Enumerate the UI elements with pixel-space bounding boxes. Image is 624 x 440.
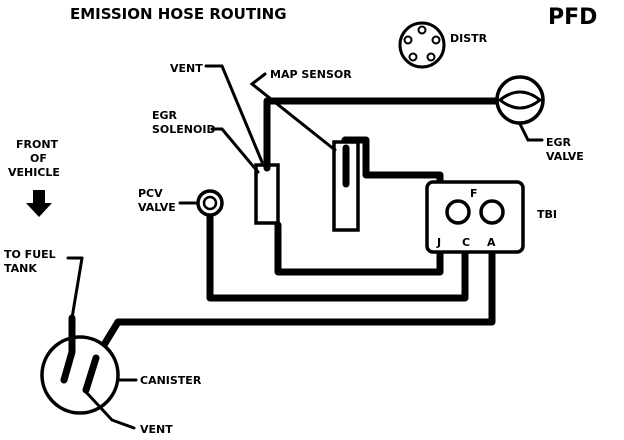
pcv-valve-label-1: PCV xyxy=(138,187,163,200)
map-sensor-label: MAP SENSOR xyxy=(270,68,352,81)
diagram-title: EMISSION HOSE ROUTING xyxy=(70,5,287,23)
tbi-label: TBI xyxy=(537,208,557,221)
pcv-valve-label-2: VALVE xyxy=(138,201,176,214)
vent-top-leader xyxy=(204,64,264,164)
egr-valve-hose xyxy=(263,97,500,164)
canister xyxy=(40,335,120,415)
front-label-2: OF xyxy=(30,152,47,165)
egr-valve-label-1: EGR xyxy=(546,136,572,149)
pcv-valve xyxy=(196,189,224,217)
fuel-leader xyxy=(70,256,84,320)
tbi-port-j: J xyxy=(436,236,441,249)
vent-top-label: VENT xyxy=(170,62,203,75)
front-label-1: FRONT xyxy=(16,138,59,151)
vent-bottom-leader xyxy=(84,390,136,430)
egr-solenoid-leader xyxy=(210,127,260,174)
egr-valve-label-2: VALVE xyxy=(546,150,584,163)
distributor-label: DISTR xyxy=(450,32,488,45)
canister-fuel-tube xyxy=(60,314,76,384)
egr-valve xyxy=(495,75,545,125)
egr-solenoid xyxy=(254,163,280,225)
tbi-port-a: A xyxy=(487,236,496,249)
canister-label: CANISTER xyxy=(140,374,202,387)
fuel-tank-label-1: TO FUEL xyxy=(4,248,56,261)
arrow-down-icon xyxy=(26,190,52,217)
vent-bottom-label: VENT xyxy=(140,423,173,436)
tbi-c-port-hose xyxy=(206,206,469,302)
tbi-port-c: C xyxy=(462,236,470,249)
front-label-3: VEHICLE xyxy=(8,166,60,179)
egr-valve-leader xyxy=(518,122,544,142)
egr-solenoid-label-2: SOLENOID xyxy=(152,123,216,136)
diagram-code: PFD xyxy=(548,5,597,30)
tbi-unit xyxy=(425,180,525,254)
egr-solenoid-label-1: EGR xyxy=(152,109,178,122)
tbi-port-f: F xyxy=(470,187,478,200)
distributor-icon xyxy=(398,21,446,69)
canister-vent-tube xyxy=(82,354,100,394)
tbi-a-port-hose xyxy=(92,228,496,362)
fuel-tank-label-2: TANK xyxy=(4,262,37,275)
map-sensor-leader xyxy=(249,72,337,152)
